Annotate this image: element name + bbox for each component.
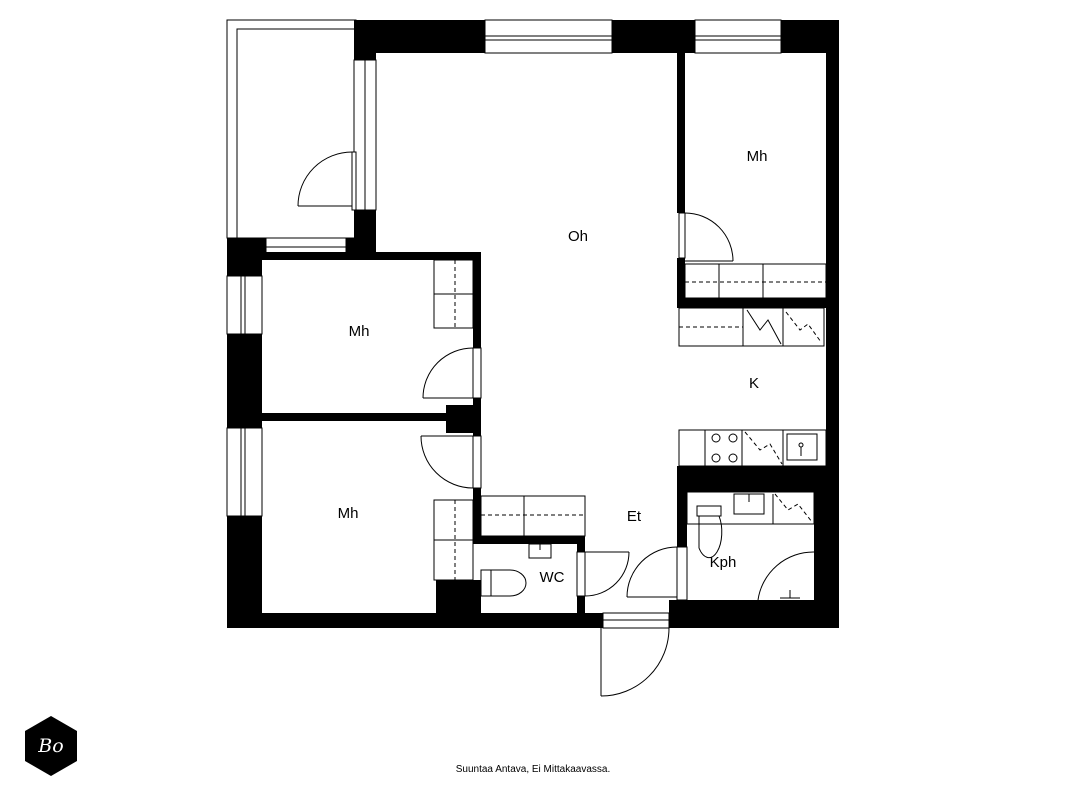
room-labels: Oh Mh Mh Mh K Et WC Kph <box>338 148 768 586</box>
logo-text: Bo <box>37 735 63 757</box>
room-label-wc: WC <box>540 569 565 586</box>
exterior-walls <box>227 20 839 628</box>
windows <box>226 19 782 517</box>
fixtures <box>433 259 827 601</box>
doors <box>297 151 734 697</box>
interior-walls <box>262 53 827 620</box>
room-label-entrance: Et <box>627 508 642 525</box>
room-label-living: Oh <box>568 228 588 245</box>
room-label-bedroom-left-upper: Mh <box>349 323 370 340</box>
balcony <box>226 19 357 239</box>
brand-logo: Bo <box>25 716 77 776</box>
room-label-bedroom-left-lower: Mh <box>338 505 359 522</box>
room-label-bathroom: Kph <box>710 554 737 571</box>
disclaimer-note: Suuntaa Antava, Ei Mittakaavassa. <box>455 764 611 775</box>
room-label-kitchen: K <box>749 375 759 392</box>
room-label-bedroom-top-right: Mh <box>747 148 768 165</box>
